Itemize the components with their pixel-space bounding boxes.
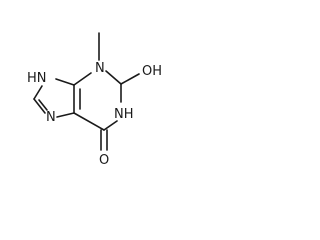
- bond-c4-n9: [55, 78, 75, 86]
- bond-c4-n3: [73, 72, 92, 86]
- atom-label-nh: NH: [114, 107, 134, 122]
- atom-label-oh: OH: [142, 64, 162, 79]
- bond-c2-oh: [120, 73, 140, 85]
- bond-n7-c5: [56, 112, 75, 118]
- bond-n9-c8: [33, 85, 43, 100]
- chemical-structure-diagram: HN N OH NH N O: [27, 32, 162, 168]
- structure-canvas: HN N OH NH N O: [0, 0, 188, 172]
- atom-label-n-methyl: N: [95, 61, 105, 76]
- bond-c6-c5: [73, 112, 105, 131]
- atom-label-n-imidazole: N: [46, 110, 56, 125]
- bond-n3-c2: [105, 70, 122, 85]
- bond-c8-n7-inner: [38, 99, 48, 111]
- atom-label-o-carbonyl: O: [99, 153, 109, 168]
- atom-label-hn: HN: [27, 71, 47, 86]
- bond-c8-n7: [33, 98, 46, 114]
- bond-n1-c6: [103, 120, 118, 131]
